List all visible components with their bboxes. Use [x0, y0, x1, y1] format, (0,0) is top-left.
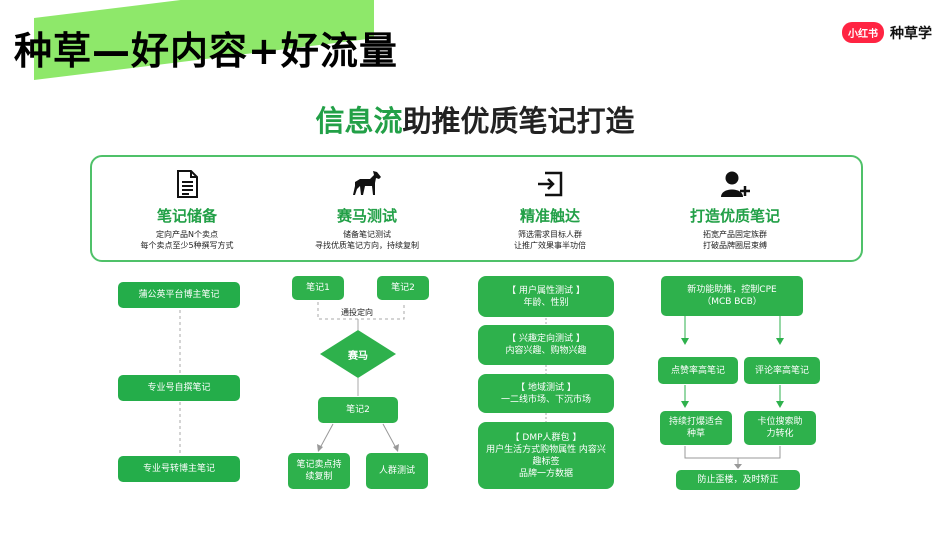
stage-build: 打造优质笔记 拓宽产品固定族群 打破品牌圈层束缚 [640, 157, 830, 260]
add-user-icon [721, 171, 750, 197]
high-like-notes: 点赞率高笔记 [658, 357, 738, 384]
race-diamond [320, 330, 396, 378]
section-heading: 信息流助推优质笔记打造 [0, 98, 950, 140]
brand-badge: 小红书 [842, 22, 884, 43]
section-heading-highlight: 信息流 [315, 104, 403, 138]
high-comment-notes: 评论率高笔记 [744, 357, 820, 384]
correction-box: 防止歪楼，及时矫正 [676, 470, 800, 490]
section-heading-rest: 助推优质笔记打造 [402, 104, 635, 138]
source-item: 蒲公英平台博主笔记 [118, 282, 240, 308]
race-label: 赛马 [348, 350, 368, 362]
enter-icon [538, 171, 563, 197]
leaf-audience-test: 人群测试 [366, 453, 428, 489]
boost-feature-box: 新功能助推，控制CPE（MCB BCB） [661, 276, 803, 316]
test-title: 【 DMP人群包 】 [510, 432, 582, 443]
winner-note: 笔记2 [318, 397, 398, 423]
stage-race: 赛马测试 储备笔记测试 寻找优质笔记方向，持续复制 [272, 157, 462, 260]
keep-boosting: 持续打爆适合种草 [660, 411, 732, 445]
brand-name: 种草学 [890, 25, 932, 42]
leaf-replicate: 笔记卖点持续复制 [288, 453, 350, 489]
stage-desc-line: 打破品牌圈层束缚 [703, 241, 767, 250]
stage-label: 笔记储备 [156, 207, 217, 225]
stage-desc-line: 寻找优质笔记方向，持续复制 [315, 241, 419, 250]
brand-logo: 小红书 种草学 [842, 22, 932, 43]
stage-label: 赛马测试 [336, 207, 397, 225]
stage-label: 打造优质笔记 [689, 207, 780, 225]
targeting-test-item: 【 DMP人群包 】 用户生活方式购物属性 内容兴趣标签 品牌一方数据 [478, 422, 614, 489]
stage-desc-line: 储备笔记测试 [343, 230, 391, 239]
targeting-test-item: 【 兴趣定向测试 】 内容兴趣、购物兴趣 [478, 325, 614, 365]
stage-desc-line: 让推广效果事半功倍 [514, 241, 586, 250]
test-detail: 内容兴趣、购物兴趣 [505, 346, 587, 356]
stage-desc-line: 定向产品N个卖点 [156, 230, 218, 239]
targeting-test-item: 【 用户属性测试 】 年龄、性别 [478, 276, 614, 317]
horse-icon [353, 171, 381, 195]
stage-desc-line: 拓宽产品固定族群 [703, 230, 767, 239]
stage-desc: 筛选需求目标人群 让推广效果事半功倍 [455, 229, 645, 251]
note-node: 笔记2 [377, 276, 429, 300]
stage-desc-line: 筛选需求目标人群 [518, 230, 582, 239]
targeting-label: 通投定向 [341, 308, 373, 317]
stage-desc: 拓宽产品固定族群 打破品牌圈层束缚 [640, 229, 830, 251]
test-detail: 用户生活方式购物属性 内容兴趣标签 [486, 444, 606, 467]
test-detail: 年龄、性别 [523, 297, 569, 308]
source-item: 专业号转博主笔记 [118, 456, 240, 482]
stage-reach: 精准触达 筛选需求目标人群 让推广效果事半功倍 [455, 157, 645, 260]
test-title: 【 用户属性测试 】 [507, 285, 585, 296]
document-icon [177, 170, 198, 198]
stage-desc: 储备笔记测试 寻找优质笔记方向，持续复制 [272, 229, 462, 251]
test-detail: 品牌一方数据 [518, 468, 573, 479]
search-positioning: 卡位搜索助力转化 [744, 411, 816, 445]
stage-reserve: 笔记储备 定向产品N个卖点 每个卖点至少5种撰写方式 [92, 157, 282, 260]
source-item: 专业号自撰笔记 [118, 375, 240, 401]
test-detail: 一二线市场、下沉市场 [500, 394, 591, 405]
targeting-test-item: 【 地域测试 】 一二线市场、下沉市场 [478, 374, 614, 413]
page-title: 种草—好内容+好流量 [14, 29, 398, 73]
stage-label: 精准触达 [519, 207, 580, 225]
stage-desc-line: 每个卖点至少5种撰写方式 [140, 241, 234, 250]
test-title: 【 兴趣定向测试 】 [507, 334, 585, 344]
test-title: 【 地域测试 】 [516, 382, 576, 393]
stage-panel: 笔记储备 定向产品N个卖点 每个卖点至少5种撰写方式 赛马测试 储备笔记测试 寻… [90, 155, 863, 262]
note-node: 笔记1 [292, 276, 344, 300]
stage-desc: 定向产品N个卖点 每个卖点至少5种撰写方式 [92, 229, 282, 251]
